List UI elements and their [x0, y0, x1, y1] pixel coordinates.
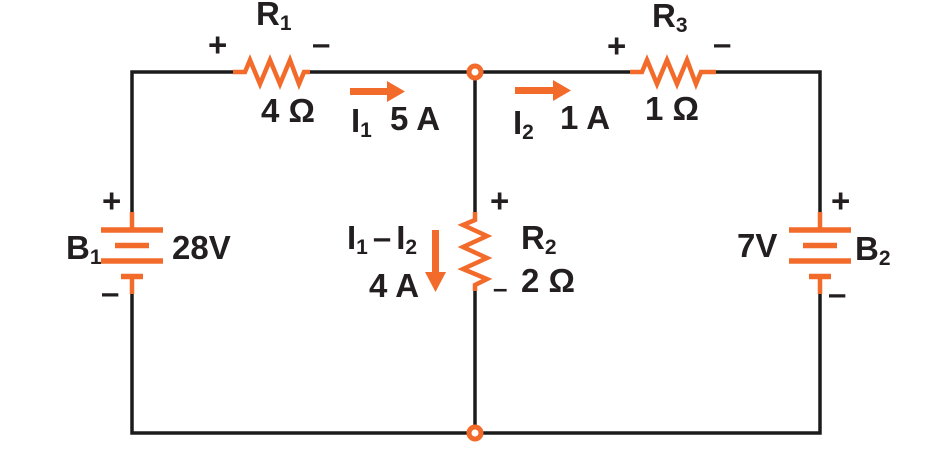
r2-value: 2 Ω: [521, 262, 575, 299]
i2-label-sub: 2: [522, 121, 534, 144]
b1-label-base: B: [66, 229, 90, 266]
r1-label: R 1: [256, 0, 292, 34]
current-arrow-branch-down-icon: [425, 230, 446, 292]
wire-left-top: [130, 70, 234, 214]
i2-label-base: I: [513, 104, 523, 141]
i1-value: 5 A: [390, 100, 441, 137]
i1-label-sub: 1: [360, 119, 372, 142]
resistor-r3-symbol: [630, 53, 716, 91]
i1-label: I 1: [351, 102, 372, 141]
i2-value: 1 A: [560, 99, 611, 136]
b1-label-sub: 1: [89, 246, 102, 269]
branch-current-sub-1: 1: [356, 236, 368, 259]
branch-current-operator: –: [372, 219, 392, 256]
r3-polarity-plus: +: [607, 27, 627, 64]
current-arrow-i1-right-icon: [350, 81, 405, 102]
junction-node-bottom-icon: [466, 424, 484, 442]
r2-polarity-plus: +: [490, 182, 510, 219]
r1-label-sub: 1: [279, 12, 292, 35]
r3-label: R 3: [652, 0, 688, 36]
r2-label-base: R: [521, 219, 545, 256]
b1-value: 28V: [172, 229, 231, 266]
branch-current-base-1: I: [347, 219, 357, 256]
b1-label: B 1: [66, 229, 102, 268]
r1-value: 4 Ω: [261, 92, 315, 129]
branch-current-label: I 1 – I 2: [347, 219, 417, 258]
b1-polarity-plus: +: [102, 182, 122, 219]
r1-polarity-minus: –: [312, 25, 331, 62]
r3-polarity-minus: –: [713, 25, 732, 62]
r3-value: 1 Ω: [645, 90, 699, 127]
b2-polarity-minus: –: [828, 275, 847, 312]
r1-label-base: R: [256, 0, 280, 32]
b2-value: 7V: [737, 227, 778, 264]
i1-label-base: I: [351, 102, 361, 139]
r1-polarity-plus: +: [208, 26, 228, 63]
b2-polarity-plus: +: [831, 182, 851, 219]
r2-polarity-minus: –: [493, 273, 508, 303]
b2-label-base: B: [855, 230, 879, 267]
r3-label-base: R: [652, 0, 676, 34]
wire-right-top: [715, 70, 822, 214]
resistor-r2-symbol: [457, 212, 493, 291]
junction-node-top-icon: [466, 63, 484, 81]
resistor-r1-symbol: [233, 53, 310, 91]
current-arrow-i2-right-icon: [515, 80, 571, 101]
r2-label-sub: 2: [544, 236, 557, 259]
r2-label: R 2: [521, 219, 557, 258]
b2-label-sub: 2: [878, 247, 891, 270]
branch-current-sub-2: 2: [405, 236, 418, 259]
branch-current-value: 4 A: [369, 267, 420, 304]
battery-b1-symbol: [101, 212, 163, 294]
branch-current-base-2: I: [396, 219, 406, 256]
r3-label-sub: 3: [675, 14, 688, 37]
i2-label: I 2: [513, 104, 534, 143]
b1-polarity-minus: –: [101, 274, 120, 311]
b2-label: B 2: [855, 230, 891, 269]
battery-b2-symbol: [789, 212, 851, 294]
